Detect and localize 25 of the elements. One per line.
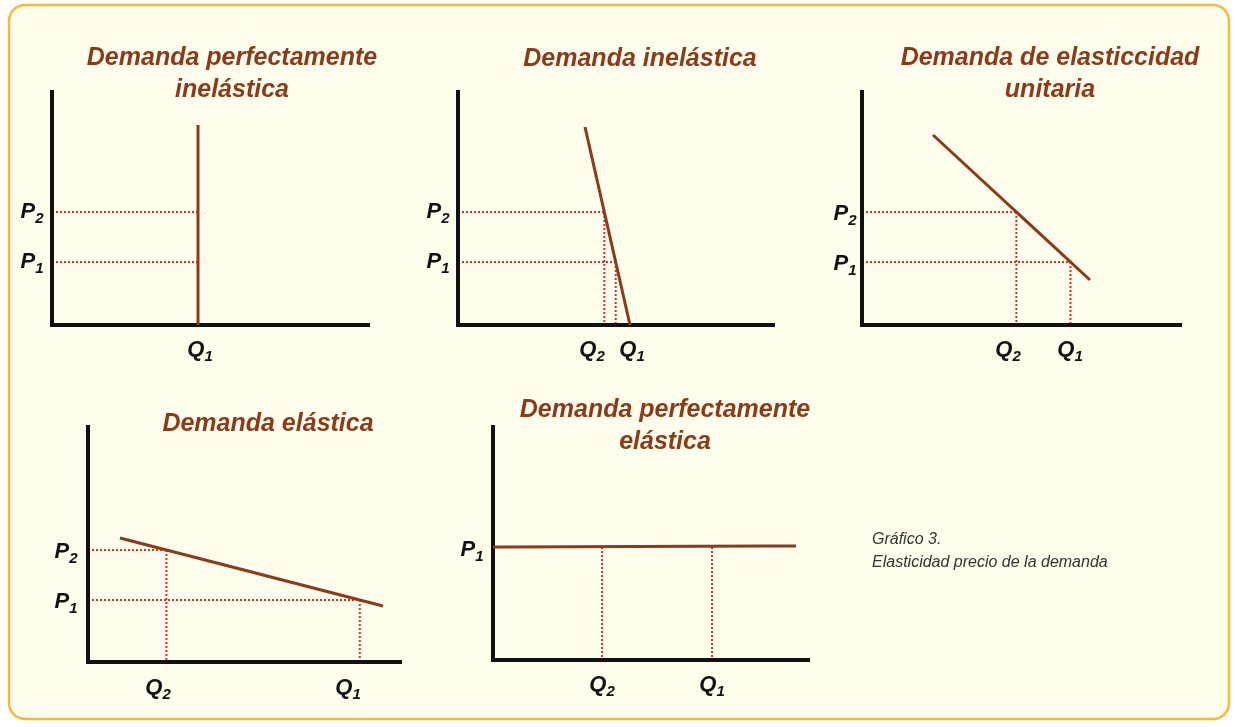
axis-label: P$_{2}$ [54, 537, 78, 567]
axis-label: Q$_{1}$ [187, 335, 213, 365]
axis-label: P$_{1}$ [54, 587, 78, 617]
axis-label: Q$_{1}$ [335, 673, 361, 703]
caption-text: Gráfico 3. [872, 530, 942, 548]
axis-label: P$_{1}$ [426, 247, 450, 277]
chart-title: Demanda de elasticcidad unitaria [899, 41, 1201, 104]
axis-label: Q$_{2}$ [145, 673, 171, 703]
chart-title: Demanda elástica [161, 407, 375, 438]
axis-label: P$_{2}$ [426, 197, 450, 227]
chart-title: Demanda inelástica [522, 42, 758, 73]
axis-label: Q$_{2}$ [589, 670, 615, 700]
axis-label: P$_{1}$ [20, 247, 44, 277]
caption-text: Elasticidad precio de la demanda [872, 553, 1108, 571]
axis-label: Q$_{2}$ [995, 335, 1021, 365]
axis-label: Q$_{1}$ [619, 335, 645, 365]
chart-title: Demanda perfectamente inelástica [85, 41, 379, 104]
axis-label: P$_{1}$ [460, 535, 484, 565]
axis-label: P$_{2}$ [20, 197, 44, 227]
chart-title: Demanda perfectamente elástica [518, 393, 812, 456]
axis-label: P$_{2}$ [833, 199, 857, 229]
axis-label: Q$_{1}$ [699, 670, 725, 700]
axis-label: P$_{1}$ [833, 249, 857, 279]
axis-label: Q$_{1}$ [1057, 335, 1083, 365]
axis-label: Q$_{2}$ [579, 335, 605, 365]
